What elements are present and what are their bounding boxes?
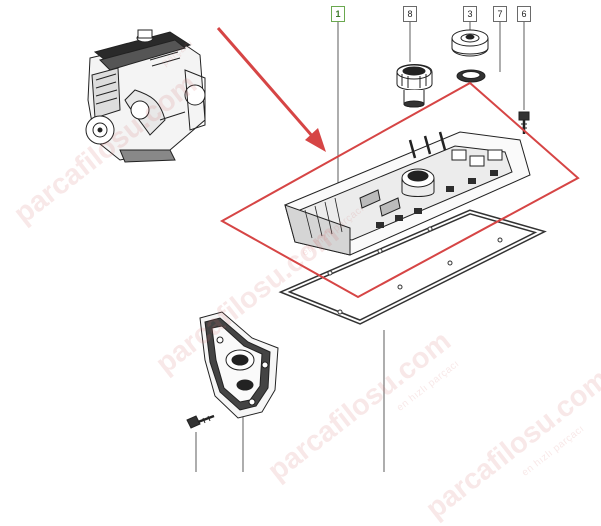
diagram-svg xyxy=(85,22,580,472)
callout-6: 6 xyxy=(517,6,531,22)
breather-cap xyxy=(451,29,489,57)
timing-cover xyxy=(199,311,279,419)
engine-illustration xyxy=(85,29,206,163)
timing-cover-bolt xyxy=(186,414,215,429)
exploded-parts-diagram: 1 8 3 7 6 parcafilosu.com parçacı parcaf… xyxy=(8,6,601,526)
callout-3: 3 xyxy=(463,6,477,22)
valve-cover-gasket xyxy=(278,209,547,325)
callout-8: 8 xyxy=(403,6,417,22)
cover-bolt xyxy=(518,111,530,134)
callout-1: 1 xyxy=(331,6,345,22)
oil-filler-cap xyxy=(396,64,433,108)
highlight-frame xyxy=(219,81,580,299)
pointer-arrow xyxy=(216,27,326,152)
valve-cover xyxy=(284,131,531,256)
callout-7: 7 xyxy=(493,6,507,22)
seal-ring xyxy=(456,69,486,83)
